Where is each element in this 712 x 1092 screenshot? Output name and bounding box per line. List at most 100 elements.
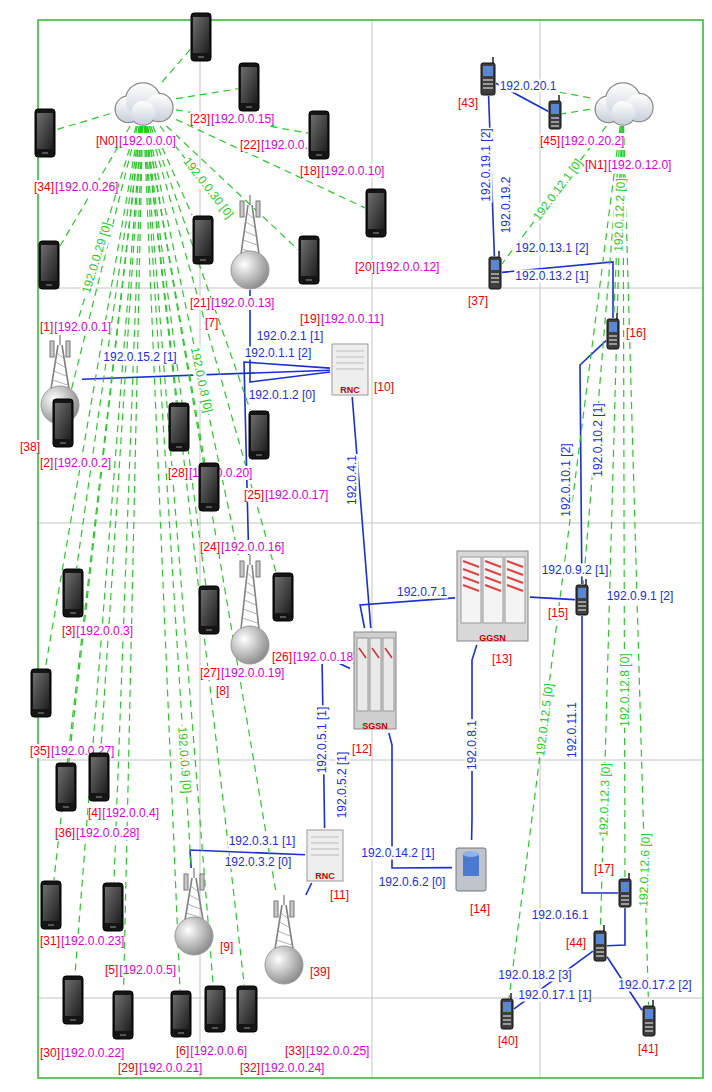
node-label: [4][192.0.0.4] [88, 806, 159, 820]
phone-keys [645, 1022, 653, 1024]
ggsn-rack [505, 557, 525, 623]
phone-button [38, 712, 44, 714]
rnc-slot [311, 843, 339, 844]
ip-address: [192.0.0.4] [102, 806, 159, 820]
tower-brace [278, 931, 290, 936]
phone-screen [578, 588, 586, 598]
ggsn-stripe [485, 569, 501, 575]
wireless-link [176, 89, 238, 99]
device-icon [452, 840, 490, 895]
tower-panel [66, 341, 70, 357]
phone-button [373, 232, 379, 234]
phone-screen [239, 990, 255, 1024]
grid-lines [38, 20, 703, 1078]
wired-link [306, 883, 312, 895]
device-icon [228, 555, 272, 665]
wireless-link [162, 50, 190, 82]
ip-address: [192.0.0.28] [76, 826, 139, 840]
rnc-slot [336, 363, 364, 364]
wireless-link [562, 109, 590, 114]
ggsn-stripe [507, 585, 523, 591]
phone-body [169, 403, 189, 451]
node-label: [23][192.0.0.15] [190, 112, 274, 126]
device-icon [575, 584, 589, 616]
phone-button [200, 259, 206, 261]
phone-button [120, 1034, 126, 1036]
node-label: [19][192.0.0.11] [300, 312, 384, 326]
phone-body [481, 63, 495, 95]
node-number: [27] [200, 666, 220, 680]
node-number: [11] [330, 888, 349, 902]
link-address: 192.0.18.2 [3] [497, 969, 572, 982]
ip-address: [192.0.0.26] [55, 180, 118, 194]
wired-link [360, 598, 455, 628]
phone-body [199, 586, 219, 634]
mobile-phone: [34][192.0.0.26] [34, 108, 56, 158]
phone-keys [503, 1019, 511, 1021]
mobile-phone: [5][192.0.0.5] [102, 882, 124, 932]
cell-phone: [16] [606, 318, 620, 350]
device-icon [190, 12, 212, 62]
tower-base [231, 626, 269, 664]
disk-top [463, 851, 479, 857]
ggsn-stripe [485, 577, 501, 583]
node-label: [12] [352, 742, 372, 756]
tower-panel [274, 901, 278, 917]
node-label: [30][192.0.0.22] [40, 1046, 124, 1060]
device-icon [62, 975, 84, 1025]
link-address: 192.0.13.1 [2] [514, 242, 589, 255]
node-label: [36][192.0.0.28] [55, 826, 139, 840]
phone-body [249, 411, 269, 459]
tower-brace [279, 922, 288, 927]
device-icon [455, 545, 530, 645]
phone-keys [491, 277, 499, 279]
mobile-phone: [18][192.0.0.10] [308, 110, 330, 160]
node-number: [10] [374, 380, 394, 394]
mobile-phone: [19][192.0.0.11] [298, 235, 320, 285]
phone-keys [551, 117, 559, 119]
rnc-server: [11]RNC [305, 828, 345, 883]
phone-keys [645, 1026, 653, 1028]
phone-button [63, 806, 69, 808]
device-icon [618, 878, 632, 908]
wired-link [607, 908, 625, 946]
device-icon [308, 110, 330, 160]
wireless-address: 192.0.0.29 [0] [80, 220, 114, 296]
phone-screen [241, 67, 257, 103]
wireless-link [583, 126, 621, 584]
wireless-link [69, 126, 137, 398]
phone-body [239, 63, 259, 111]
node-number: [30] [40, 1046, 60, 1060]
phone-screen [58, 767, 74, 803]
device-icon [238, 62, 260, 112]
phone-keys [621, 895, 629, 897]
wireless-link [148, 126, 239, 555]
wired-link [530, 597, 575, 600]
phone-button [70, 1019, 76, 1021]
tower-brace [281, 913, 288, 918]
phone-body [619, 879, 631, 907]
phone-keys [503, 1015, 511, 1017]
device-icon [272, 572, 294, 622]
phone-keys [621, 903, 629, 905]
device-icon [192, 215, 214, 265]
wired-link [389, 733, 452, 868]
phone-body [53, 399, 73, 447]
phone-screen [645, 1009, 653, 1019]
phone-keys [483, 79, 493, 81]
node-number: [13] [492, 652, 512, 666]
phone-screen [503, 1002, 511, 1012]
tower-brace [243, 609, 257, 614]
phone-body [89, 753, 109, 801]
wired-link [352, 397, 371, 628]
rnc-server: [10]RNC [330, 342, 370, 397]
node-label: [18][192.0.0.10] [300, 164, 384, 178]
link-address: 192.0.6.2 [0] [378, 876, 447, 889]
device-icon [52, 398, 74, 448]
ip-address: [192.0.0.19] [221, 666, 284, 680]
node-label: [27][192.0.0.19] [200, 666, 284, 680]
phone-screen [368, 193, 384, 229]
phone-button [280, 616, 286, 618]
tower-brace [55, 362, 64, 367]
